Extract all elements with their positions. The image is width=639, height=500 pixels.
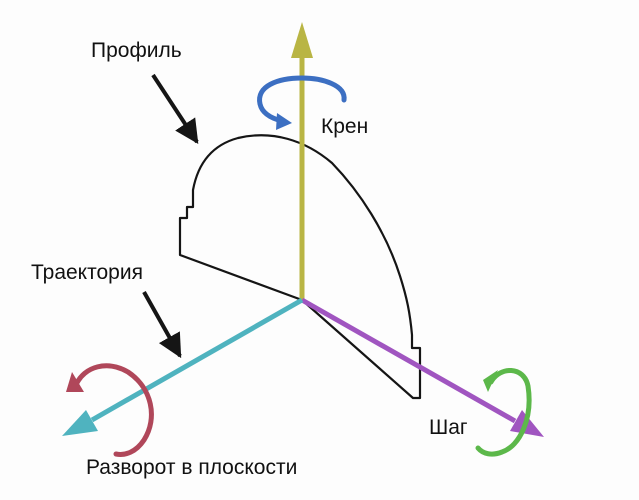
- trajectory-pointer: [142, 291, 182, 359]
- pitch-label: Шаг: [429, 416, 468, 439]
- trajectory-axis: [62, 297, 304, 436]
- roll-axis: [291, 22, 313, 303]
- roll-label: Крен: [321, 115, 369, 138]
- pitch-rotation-arrow-icon: [475, 368, 532, 457]
- profile-outline: [178, 134, 422, 400]
- profile-label: Профиль: [91, 39, 182, 62]
- profile-pointer: [151, 73, 199, 145]
- roll-rotation-arrow-icon: [257, 75, 347, 130]
- trajectory-label: Траектория: [31, 261, 143, 284]
- yaw-rotation-arrow-icon: [66, 363, 154, 457]
- yaw-label: Разворот в плоскости: [86, 456, 298, 479]
